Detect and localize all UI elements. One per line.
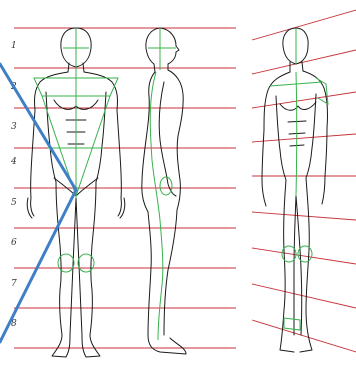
- row-label-6: 6: [11, 238, 17, 248]
- row-label-3: 3: [11, 122, 17, 132]
- persp-centerline: [296, 28, 297, 196]
- perspective-line-9: [252, 320, 356, 352]
- persp-legs: [280, 178, 312, 352]
- perspective-figure: [262, 28, 328, 352]
- front-legs: [52, 182, 100, 357]
- row-label-1: 1: [11, 41, 17, 51]
- guide-lines-left: [14, 28, 236, 348]
- perspective-line-1: [252, 10, 356, 40]
- perspective-line-8: [252, 284, 356, 308]
- side-figure: [142, 28, 186, 354]
- perspective-line-3: [252, 92, 356, 108]
- side-legs: [148, 210, 186, 354]
- row-label-4: 4: [10, 157, 17, 167]
- perspective-line-4: [252, 134, 356, 142]
- persp-ankle-box: [284, 318, 300, 330]
- side-leg-construction: [158, 220, 163, 340]
- side-head: [146, 28, 179, 72]
- side-construction: [148, 28, 176, 340]
- side-back-curve: [150, 72, 160, 220]
- perspective-line-2: [252, 50, 356, 74]
- persp-construction: [270, 28, 328, 330]
- perspective-line-6: [252, 212, 356, 220]
- front-construction: [34, 28, 118, 272]
- side-hip: [160, 177, 172, 195]
- row-label-5: 5: [11, 198, 17, 208]
- guide-lines-perspective: [252, 10, 356, 352]
- row-label-7: 7: [11, 279, 17, 289]
